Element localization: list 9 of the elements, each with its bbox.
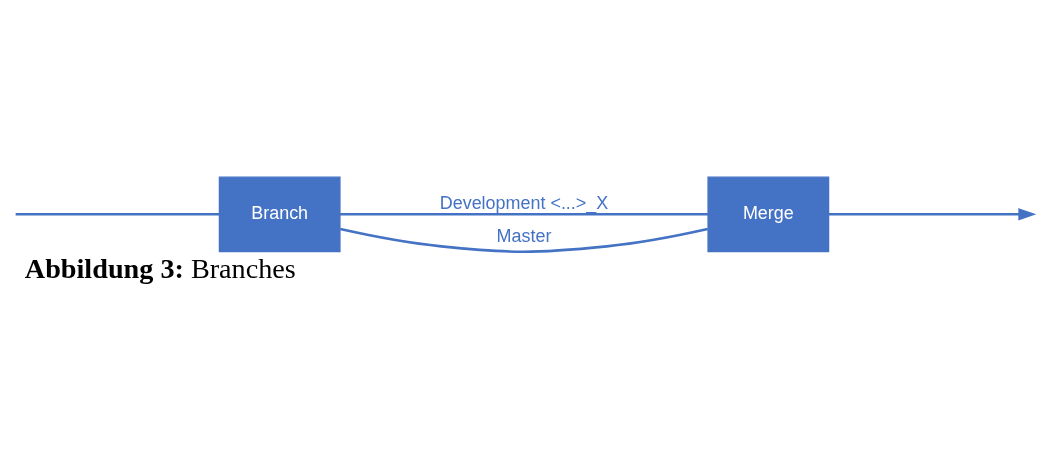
- edge-label: Development <...>_X: [439, 193, 609, 214]
- connector: [340, 213, 708, 216]
- connector: [340, 227, 708, 254]
- arrow: [828, 208, 1037, 221]
- node-box: Merge: [707, 176, 830, 253]
- caption: Abbildung 3: Branches: [24, 253, 296, 285]
- connector: [15, 213, 220, 216]
- edge-label: Master: [496, 225, 552, 246]
- node-box: Branch: [218, 176, 341, 253]
